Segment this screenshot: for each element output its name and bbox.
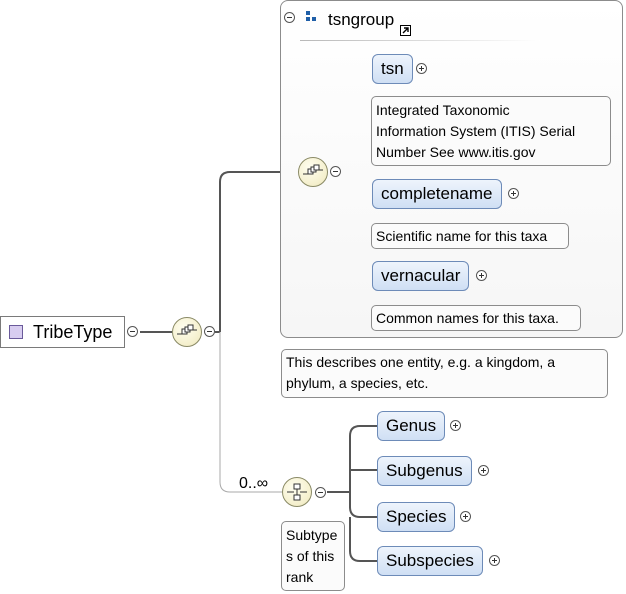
completename-annotation-text: Scientific name for this taxa [376, 228, 548, 244]
element-tsn[interactable]: tsn [372, 54, 413, 84]
group-title: tsngroup [328, 10, 395, 29]
tsn-annotation-line-1: Integrated Taxonomic [376, 102, 510, 118]
element-completename-label: completename [381, 184, 493, 203]
choice-compositor-icon[interactable] [282, 477, 312, 507]
expand-species-icon[interactable] [460, 511, 471, 522]
element-vernacular[interactable]: vernacular [372, 261, 470, 291]
group-annotation-line-2: phylum, a species, etc. [286, 375, 429, 391]
element-vernacular-label: vernacular [381, 266, 461, 285]
expand-subspecies-icon[interactable] [489, 555, 500, 566]
group-title-underline [300, 40, 540, 41]
reference-link-icon[interactable] [400, 25, 411, 36]
element-subspecies-label: Subspecies [386, 551, 474, 570]
occurrence-label: 0..∞ [239, 475, 269, 492]
subtypes-annotation: Subtype s of this rank [281, 521, 345, 591]
expand-genus-icon[interactable] [450, 420, 461, 431]
root-element-label: TribeType [33, 321, 113, 342]
complex-type-icon [9, 325, 23, 339]
tsn-annotation-line-2: Information System (ITIS) Serial [376, 123, 576, 139]
tsn-annotation-line-3: Number See www.itis.gov [376, 144, 536, 160]
element-tsn-label: tsn [381, 59, 404, 78]
completename-annotation: Scientific name for this taxa [371, 223, 569, 249]
subtypes-annotation-line-2: s of this [286, 548, 335, 564]
element-completename[interactable]: completename [372, 179, 502, 209]
element-genus-label: Genus [386, 416, 437, 435]
element-subgenus[interactable]: Subgenus [377, 456, 472, 486]
expand-completename-icon[interactable] [508, 188, 519, 199]
collapse-choice-icon[interactable] [315, 487, 326, 498]
element-species[interactable]: Species [377, 502, 456, 532]
group-icon [306, 11, 316, 21]
tsn-annotation: Integrated Taxonomic Information System … [371, 96, 611, 166]
element-subgenus-label: Subgenus [386, 461, 463, 480]
subtypes-annotation-line-1: Subtype [286, 527, 338, 543]
collapse-root-icon[interactable] [127, 326, 138, 337]
group-annotation: This describes one entity, e.g. a kingdo… [281, 349, 608, 398]
element-genus[interactable]: Genus [377, 411, 446, 441]
vernacular-annotation-text: Common names for this taxa. [376, 310, 559, 326]
expand-subgenus-icon[interactable] [478, 465, 489, 476]
expand-tsn-icon[interactable] [416, 63, 427, 74]
collapse-sequence-icon[interactable] [204, 326, 215, 337]
vernacular-annotation: Common names for this taxa. [371, 305, 581, 331]
collapse-tsngroup-icon[interactable] [284, 12, 295, 23]
expand-vernacular-icon[interactable] [476, 270, 487, 281]
subtypes-annotation-line-3: rank [286, 569, 314, 585]
root-element-tribetype[interactable]: TribeType [0, 316, 125, 348]
collapse-group-sequence-icon[interactable] [330, 166, 341, 177]
element-subspecies[interactable]: Subspecies [377, 546, 483, 576]
sequence-compositor-icon[interactable] [172, 317, 202, 347]
group-sequence-compositor-icon[interactable] [298, 157, 328, 187]
group-annotation-line-1: This describes one entity, e.g. a kingdo… [286, 354, 555, 370]
element-species-label: Species [386, 507, 447, 526]
